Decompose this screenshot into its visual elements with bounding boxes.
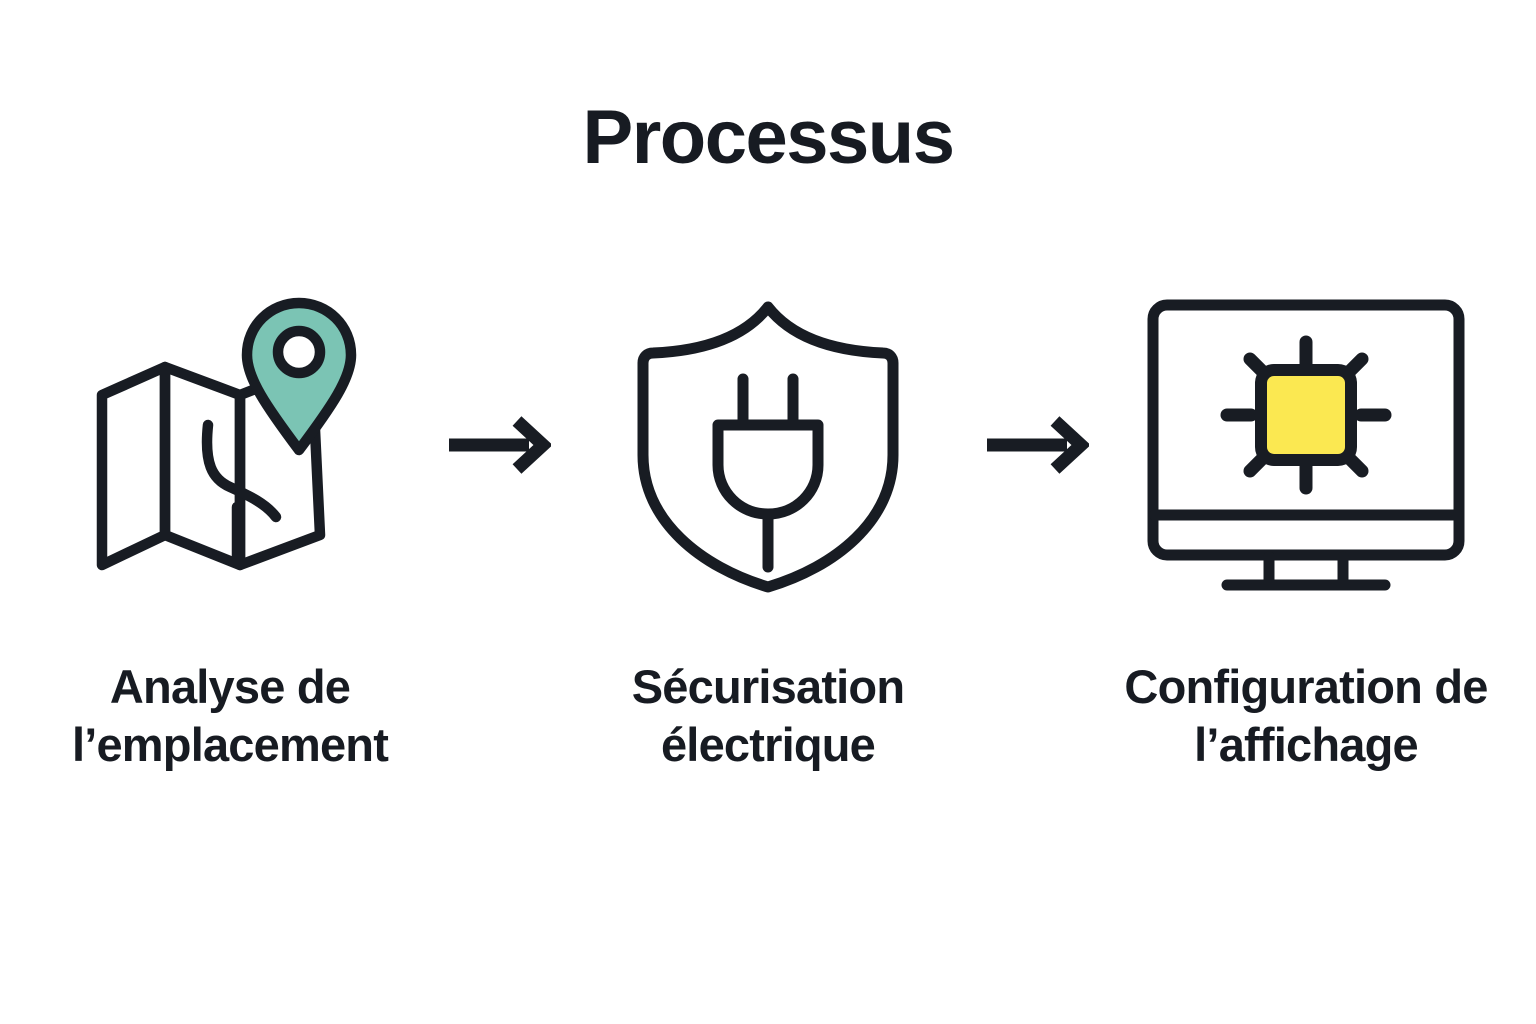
map-location-pin-icon — [80, 290, 380, 600]
process-flow: Analyse de l’emplacement — [0, 290, 1536, 810]
process-step-1: Analyse de l’emplacement — [20, 290, 440, 774]
process-step-3: Configuration de l’affichage — [1096, 290, 1516, 774]
arrow-right-icon-1 — [440, 290, 558, 600]
shield-power-plug-icon — [623, 290, 913, 600]
process-step-1-label: Analyse de l’emplacement — [71, 660, 389, 771]
monitor-brightness-icon — [1141, 290, 1471, 600]
page-title: Processus — [582, 95, 955, 180]
process-step-2-label: Sécurisation électrique — [631, 660, 905, 771]
arrow-right-icon-2 — [978, 290, 1096, 600]
process-step-2: Sécurisation électrique — [558, 290, 978, 774]
process-step-3-label: Configuration de l’affichage — [1124, 660, 1488, 771]
